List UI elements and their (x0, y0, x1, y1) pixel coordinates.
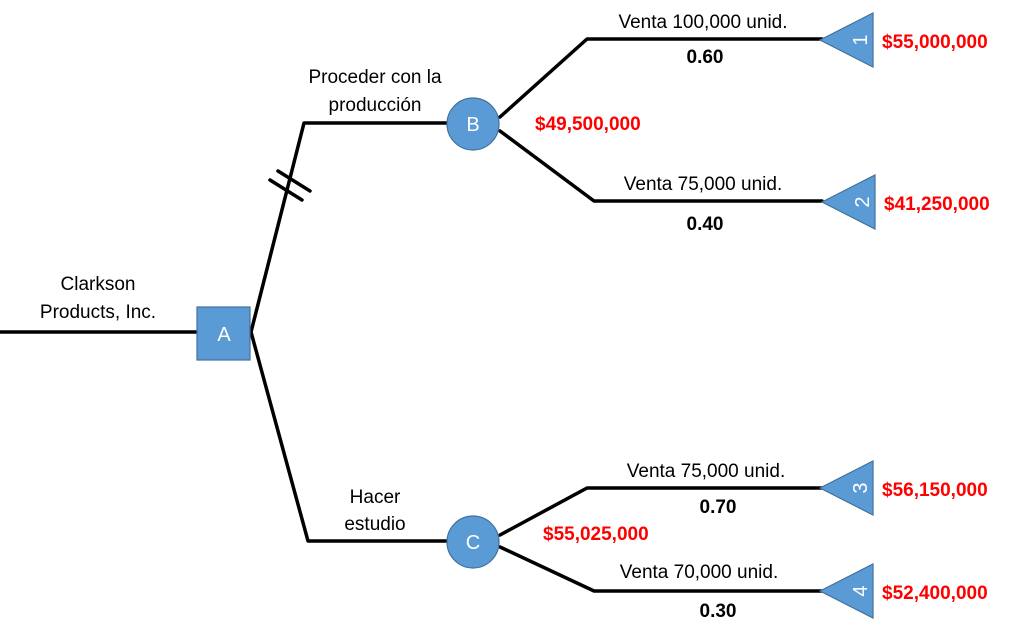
outcome-3-line (498, 486, 824, 537)
chance-node-c-expected-value: $55,025,000 (543, 524, 649, 545)
terminal-node-2 (820, 174, 876, 230)
branch-study-line (249, 330, 450, 543)
outcome-1-payoff: $55,000,000 (882, 32, 988, 53)
outcome-4-line (498, 545, 824, 593)
terminal-node-2-label: 2 (852, 196, 874, 207)
outcome-3-payoff: $56,150,000 (882, 480, 988, 501)
chance-node-c (446, 515, 500, 569)
prune-mark-2 (276, 169, 312, 193)
outcome-4-label: Venta 70,000 unid. (620, 562, 778, 583)
chance-node-b (446, 97, 500, 151)
decision-node-a (196, 306, 251, 361)
outcome-2-probability: 0.40 (687, 214, 724, 235)
outcome-4-probability: 0.30 (700, 601, 737, 622)
branch-study-label-line1: Hacer (350, 487, 401, 508)
outcome-1-label: Venta 100,000 unid. (618, 12, 787, 33)
terminal-node-1-label: 1 (850, 34, 872, 45)
terminal-node-3-label: 3 (850, 482, 872, 493)
branch-produce-label-line1: Proceder con la (308, 67, 442, 88)
terminal-node-3 (818, 460, 874, 516)
chance-node-b-expected-value: $49,500,000 (535, 114, 641, 135)
branch-study-label-line2: estudio (344, 514, 405, 535)
terminal-node-4-label: 4 (850, 585, 872, 596)
outcome-3-label: Venta 75,000 unid. (627, 461, 785, 482)
outcome-4-payoff: $52,400,000 (882, 583, 988, 604)
terminal-node-1 (818, 12, 874, 68)
root-label-line1: Clarkson (61, 274, 136, 295)
outcome-2-label: Venta 75,000 unid. (624, 174, 782, 195)
outcome-3-probability: 0.70 (700, 497, 737, 518)
branch-produce-line (249, 121, 450, 334)
outcome-2-payoff: $41,250,000 (884, 194, 990, 215)
decision-node-a-label: A (217, 324, 231, 346)
branch-produce-label-line2: producción (329, 95, 422, 116)
chance-node-b-label: B (466, 114, 479, 136)
chance-node-c-label: C (466, 532, 480, 554)
outcome-1-line (498, 37, 824, 119)
prune-mark-1 (268, 178, 304, 202)
terminal-node-4 (818, 563, 874, 619)
root-label-line2: Products, Inc. (40, 302, 156, 323)
outcome-1-probability: 0.60 (687, 47, 724, 68)
outcome-2-line (498, 129, 824, 203)
